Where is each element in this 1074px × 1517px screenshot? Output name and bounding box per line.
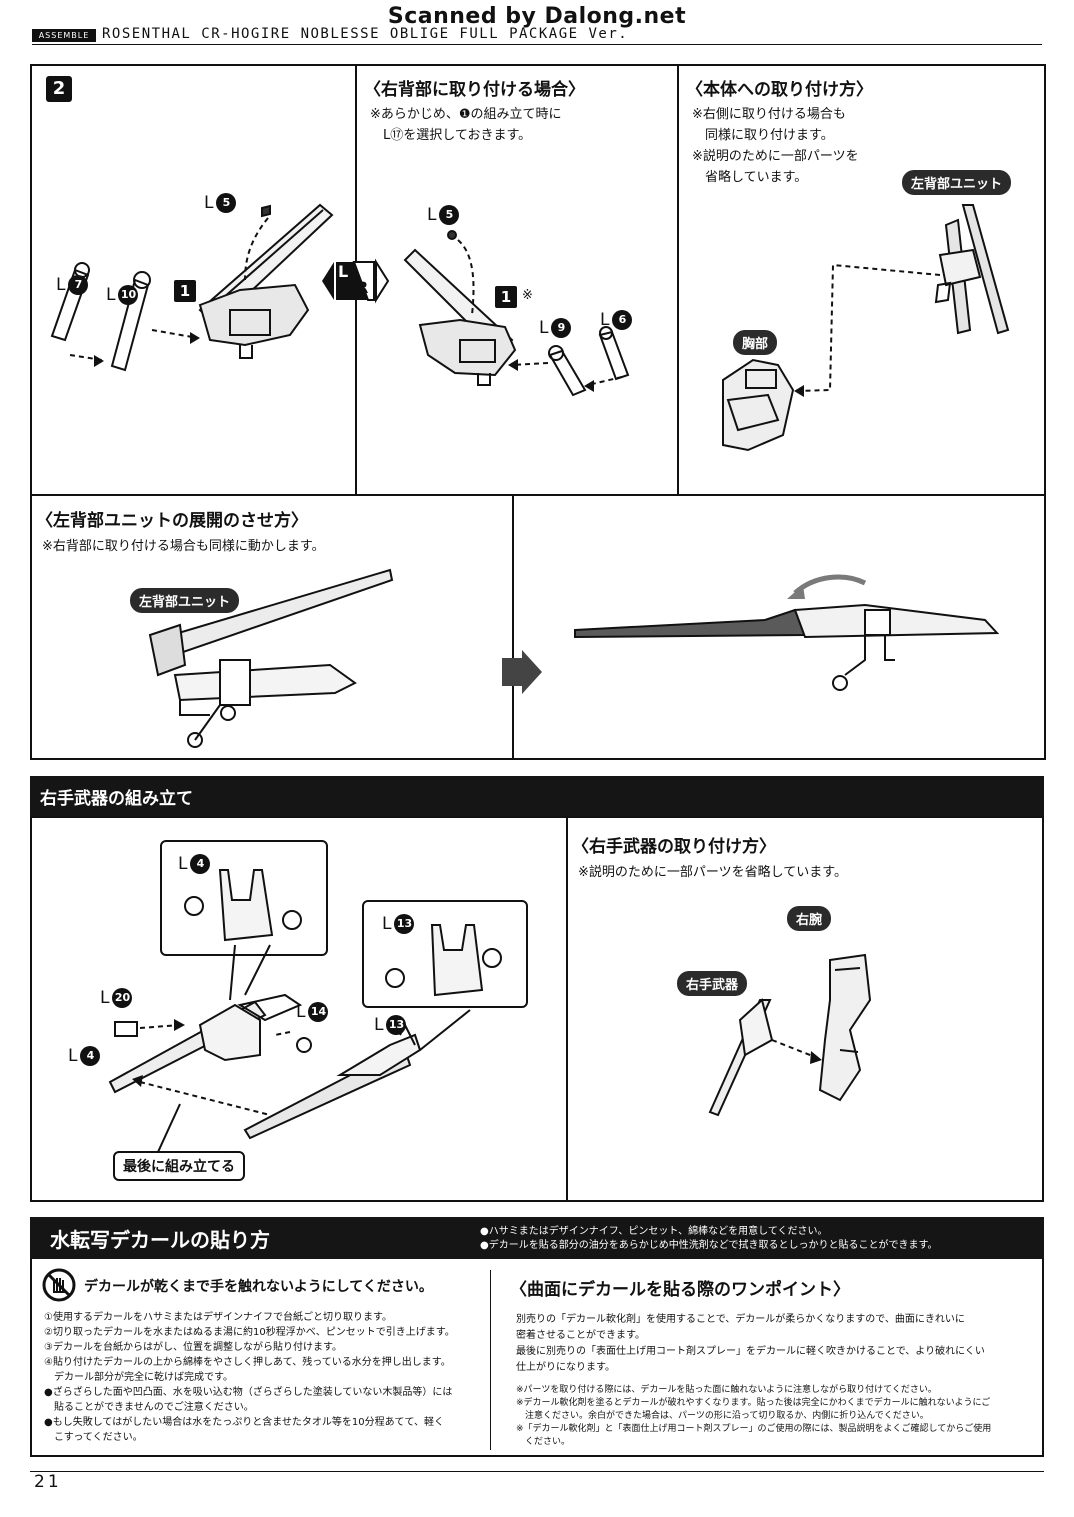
callout-box-l4	[160, 840, 328, 956]
rw-l20-letter: L	[100, 988, 110, 1008]
rb-l9-number: 9	[551, 318, 572, 338]
l10-letter: L	[106, 285, 116, 305]
l5-number: 5	[216, 193, 237, 213]
curved-title: 〈曲面にデカールを貼る際のワンポイント〉	[510, 1280, 850, 1300]
no-touch-icon	[42, 1268, 76, 1302]
deploy-step-arrow	[502, 650, 542, 694]
part-box-1-left: 1	[174, 280, 196, 302]
right-weapon-bar-title: 右手武器の組み立て	[40, 789, 193, 809]
step2-divider-2	[677, 64, 679, 496]
rw-l14-number: 14	[308, 1002, 329, 1022]
right-back-title: 〈右背部に取り付ける場合〉	[364, 80, 585, 100]
step2-left-illustration	[50, 203, 334, 372]
rw-l13a-letter: L	[382, 914, 392, 934]
rw-l4a-letter: L	[178, 854, 188, 874]
header-title: ROSENTHAL CR-HOGIRE NOBLESSE OBLIGE FULL…	[102, 26, 629, 42]
rw-l14-letter: L	[296, 1002, 306, 1022]
l7-letter: L	[56, 275, 66, 295]
decal-bar-notes: ●ハサミまたはデザインナイフ、ピンセット、綿棒などを用意してください。 ●デカー…	[480, 1226, 938, 1251]
decal-divider	[490, 1270, 491, 1450]
callout-box-l13	[362, 900, 528, 1008]
header-rule	[32, 44, 1042, 45]
deploy-divider	[512, 494, 514, 760]
watermark: Scanned by Dalong.net	[387, 4, 687, 29]
rw-l13b-number: 13	[386, 1015, 407, 1035]
assemble-last-label: 最後に組み立てる	[113, 1151, 245, 1181]
decal-bar-title: 水転写デカールの貼り方	[50, 1228, 270, 1252]
deploy-title: 〈左背部ユニットの展開のさせ方〉	[36, 511, 308, 531]
right-weapon-divider	[566, 816, 568, 1202]
decal-frame	[30, 1259, 1044, 1457]
l5-letter: L	[204, 193, 214, 213]
l10-number: 10	[118, 285, 139, 305]
decal-warning: デカールが乾くまで手を触れないようにしてください。	[84, 1279, 433, 1295]
right-weapon-label: 右手武器	[677, 971, 748, 996]
lr-switch-icon	[322, 258, 390, 304]
rb-l5-number: 5	[439, 205, 460, 225]
right-back-note: ※あらかじめ、❶の組み立て時に L⑰を選択しておきます。	[370, 107, 562, 143]
right-back-illustration	[403, 230, 630, 397]
rb-l6-letter: L	[600, 310, 610, 330]
assemble-tag: ASSEMBLE	[32, 29, 96, 42]
right-weapon-bar	[30, 776, 1044, 816]
lr-icon-l: L	[338, 262, 349, 281]
l7-number: 7	[68, 275, 89, 295]
rb-l9-letter: L	[539, 318, 549, 338]
lr-icon-r: R	[356, 278, 369, 297]
deploy-frame	[30, 494, 1046, 760]
rw-l13b-letter: L	[374, 1015, 384, 1035]
rb-asterisk: ※	[522, 288, 533, 303]
deploy-left-back-unit-label: 左背部ユニット	[130, 588, 240, 613]
rw-l20-number: 20	[112, 988, 133, 1008]
deploy-note: ※右背部に取り付ける場合も同様に動かします。	[42, 539, 325, 554]
rw-attach-note: ※説明のために一部パーツを省略しています。	[578, 865, 847, 880]
rw-l4b-letter: L	[68, 1046, 78, 1066]
deploy-folded-illustration	[148, 568, 394, 748]
curved-notes: ※パーツを取り付ける際には、デカールを貼った面に触れないように注意しながら取り付…	[516, 1385, 992, 1447]
step-number: 2	[46, 76, 72, 102]
body-attach-title: 〈本体への取り付け方〉	[686, 80, 873, 100]
footer-rule	[30, 1471, 1044, 1472]
decal-bar	[30, 1217, 1044, 1259]
chest-label: 胸部	[733, 330, 778, 355]
rw-l13a-number: 13	[394, 914, 415, 934]
right-weapon-illustration	[108, 869, 502, 1140]
page-number: 21	[34, 1472, 62, 1492]
curved-text: 別売りの「デカール軟化剤」を使用することで、デカールが柔らかくなりますので、曲面…	[516, 1314, 985, 1373]
assemble-last-pointer	[157, 1103, 181, 1152]
right-arm-label: 右腕	[787, 906, 832, 931]
body-attach-note: ※右側に取り付ける場合も 同様に取り付けます。 ※説明のために一部パーツを 省略…	[692, 107, 859, 185]
body-attach-left-back-unit-label: 左背部ユニット	[902, 170, 1012, 195]
rw-attach-title: 〈右手武器の取り付け方〉	[572, 837, 776, 857]
rw-attach-illustration	[708, 953, 872, 1117]
right-weapon-frame	[30, 816, 1044, 1202]
decal-steps: ①使用するデカールをハサミまたはデザインナイフで台紙ごと切り取ります。 ②切り取…	[44, 1312, 455, 1443]
rb-part-box-1: 1	[495, 286, 517, 308]
deploy-extended-illustration	[574, 574, 1000, 691]
rw-l4b-number: 4	[80, 1046, 101, 1066]
rb-l6-number: 6	[612, 310, 633, 330]
body-attach-illustration	[722, 204, 1010, 452]
rb-l5-letter: L	[427, 205, 437, 225]
rw-l4a-number: 4	[190, 854, 211, 874]
